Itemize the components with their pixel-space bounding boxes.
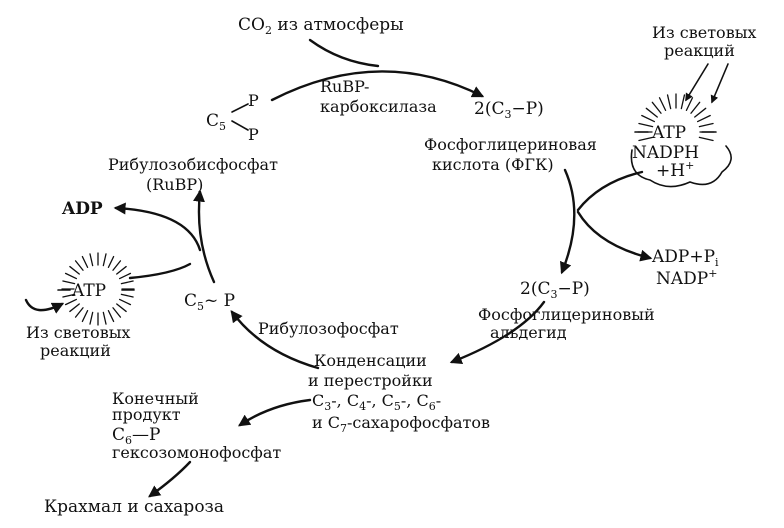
c5p-label: C5~ P <box>184 291 235 313</box>
condensation-line1: Конденсации <box>314 351 427 370</box>
condensation-line3: C3-, C4-, C5-, C6- <box>312 391 441 413</box>
atp-nadph-input-arrow <box>576 170 644 212</box>
light-ray <box>638 136 654 142</box>
c3p-mid-label: 2(C3−P) <box>520 279 590 301</box>
light-ray <box>102 253 107 267</box>
final-product-line1: Конечный <box>112 389 199 408</box>
reduction-arrow <box>560 168 576 275</box>
light-ray <box>651 101 662 114</box>
light-ray <box>696 114 711 123</box>
light-ray <box>112 307 122 318</box>
atp-left-label: ATP <box>71 281 106 301</box>
light-ray <box>658 97 667 112</box>
light-ray <box>118 272 132 280</box>
light-ray <box>120 280 134 285</box>
final-product-line2: продукт <box>112 405 181 424</box>
c5-phosphate-upper: P <box>248 91 259 110</box>
pgald-line1: Фосфоглицериновый <box>478 305 655 324</box>
light-ray <box>120 293 134 298</box>
nadp-label: NADP+ <box>656 267 717 289</box>
c5-label: C5 <box>206 111 226 133</box>
pga-line1: Фосфоглицериновая <box>424 135 597 154</box>
light-arrow-2 <box>710 63 729 104</box>
rubp-carboxylase-line1: RuBP- <box>320 77 369 96</box>
light-ray <box>698 122 714 128</box>
regeneration-arrow <box>230 310 320 370</box>
condensation-line2: и перестройки <box>308 371 433 390</box>
light-ray <box>81 309 89 323</box>
co2-input-arrow <box>308 38 380 68</box>
light-ray <box>638 122 654 128</box>
adp-output-arrow <box>113 202 202 252</box>
light-ray <box>116 303 127 313</box>
light-ray <box>118 298 132 306</box>
light-ray <box>690 101 701 114</box>
light-ray <box>64 272 78 280</box>
c5-bond-lower <box>231 120 249 131</box>
light-ray <box>694 107 707 118</box>
light-ray <box>62 293 76 298</box>
light-ray <box>107 255 115 269</box>
from-light-left-line2: реакций <box>40 341 111 360</box>
light-ray <box>645 107 658 118</box>
light-ray <box>69 303 80 313</box>
to-condensation-arrow <box>449 300 546 365</box>
final-product-line3: C6—P <box>112 425 160 447</box>
final-product-line4: гексозомонофосфат <box>112 443 281 462</box>
light-ray <box>74 260 84 271</box>
light-arrow-1 <box>685 63 709 102</box>
atp-right-label: ATP <box>651 123 686 143</box>
nadph-label: NADPH <box>632 143 699 163</box>
light-ray <box>641 114 656 123</box>
rubp-line1: Рибулозобисфосфат <box>108 155 278 174</box>
from-light-left-line1: Из световых <box>26 323 130 342</box>
c5-phosphate-lower: P <box>248 125 259 144</box>
light-ray <box>102 311 107 325</box>
light-arrow-left <box>24 298 65 314</box>
light-ray <box>112 260 122 271</box>
light-ray <box>666 94 672 110</box>
phosphorylation-arrow <box>193 189 216 284</box>
light-ray <box>69 265 80 275</box>
light-ray <box>107 309 115 323</box>
nadph-cloud-outline <box>630 145 732 188</box>
ribulose-phosphate-label: Рибулозофосфат <box>258 319 399 338</box>
light-ray <box>81 255 89 269</box>
light-ray <box>64 298 78 306</box>
condensation-line4: и C7-сахарофосфатов <box>312 413 490 435</box>
light-ray <box>89 253 94 267</box>
to-starch-arrow <box>148 460 192 498</box>
from-light-right-line2: реакций <box>664 41 735 60</box>
light-ray <box>698 136 714 142</box>
from-light-right-line1: Из световых <box>652 23 756 42</box>
light-ray <box>680 94 686 110</box>
rubp-carboxylase-line2: карбоксилаза <box>320 97 437 116</box>
light-ray <box>685 97 694 112</box>
light-ray <box>74 307 84 318</box>
adp-left-label: ADP <box>61 199 103 219</box>
atp-starburst-left <box>61 252 135 326</box>
h-plus-label: +H+ <box>656 159 694 181</box>
atp-input-arrow-left <box>128 262 192 280</box>
c5-bond-upper <box>231 103 249 113</box>
to-final-product-arrow <box>238 398 312 427</box>
light-ray <box>89 311 94 325</box>
adp-pi-output-arrow <box>576 210 653 262</box>
pga-line2: кислота (ФГК) <box>432 155 554 174</box>
light-ray <box>116 265 127 275</box>
pgald-line2: альдегид <box>490 323 567 342</box>
light-ray <box>62 280 76 285</box>
adp-pi-label: ADP+Pi <box>651 247 719 269</box>
carboxylation-arrow <box>270 70 485 102</box>
c3p-top-label: 2(C3−P) <box>474 99 544 121</box>
starch-sucrose-label: Крахмал и сахароза <box>44 497 224 517</box>
co2-label: CO2 из атмосферы <box>238 15 404 37</box>
rubp-line2: (RuBP) <box>146 175 203 194</box>
